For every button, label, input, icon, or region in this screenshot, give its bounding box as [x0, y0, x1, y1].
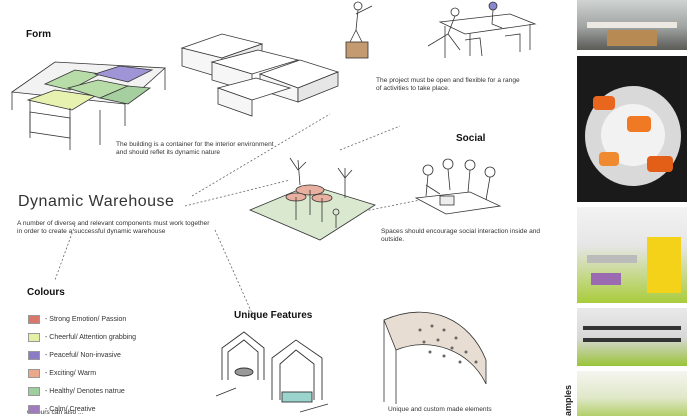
- form-heading: Form: [26, 29, 51, 40]
- form-caption: The building is a container for the inte…: [116, 141, 274, 156]
- colour-legend: - Strong Emotion/ Passion - Cheerful/ At…: [28, 310, 136, 418]
- example-photo-5: [577, 371, 687, 416]
- huts-sketch: [215, 331, 329, 413]
- legend-item: - Peaceful/ Non-invasive: [28, 346, 136, 364]
- form-sketch: [10, 61, 166, 150]
- social-sketch: [414, 158, 502, 215]
- legend-swatch-healthy: [28, 386, 40, 396]
- landscape-sketch: [248, 157, 376, 241]
- example-photo-4: [577, 308, 687, 366]
- legend-swatch-passion: [28, 314, 40, 324]
- blocks-sketch: [180, 33, 340, 117]
- legend-label: - Strong Emotion/ Passion: [45, 315, 127, 323]
- examples-label: amples: [561, 380, 575, 420]
- unique-heading: Unique Features: [234, 310, 313, 321]
- legend-item: - Cheerful/ Attention grabbing: [28, 328, 136, 346]
- legend-item: - Healthy/ Denotes natrue: [28, 382, 136, 400]
- person-sketch: [345, 1, 373, 59]
- legend-label: - Peaceful/ Non-invasive: [45, 351, 121, 359]
- legend-swatch-cheerful: [28, 332, 40, 342]
- intro-caption: A number of diverse and relevant compone…: [17, 220, 210, 235]
- legend-label: - Exciting/ Warm: [45, 369, 97, 377]
- legend-label: - Calm/ Creative: [45, 405, 96, 413]
- colours-heading: Colours: [27, 287, 65, 298]
- legend-swatch-exciting: [28, 368, 40, 378]
- project-caption: The project must be open and flexible fo…: [376, 77, 520, 92]
- legend-swatch-peaceful: [28, 350, 40, 360]
- social-caption: Spaces should encourage social interacti…: [381, 228, 541, 243]
- legend-label: - Healthy/ Denotes natrue: [45, 387, 125, 395]
- page-title: Dynamic Warehouse: [18, 193, 175, 210]
- legend-item: - Calm/ Creative: [28, 400, 136, 418]
- example-photo-3: [577, 207, 687, 303]
- legend-swatch-calm: [28, 404, 40, 414]
- examples-label-text: amples: [563, 384, 573, 416]
- legend-item: - Strong Emotion/ Passion: [28, 310, 136, 328]
- social-heading: Social: [456, 133, 486, 144]
- example-photo-2: [577, 56, 687, 202]
- example-photo-1: [577, 0, 687, 50]
- workers-sketch: [427, 1, 537, 58]
- colours-note: Colours can also ...: [27, 409, 84, 416]
- wall-sketch: [383, 311, 487, 404]
- legend-item: - Exciting/ Warm: [28, 364, 136, 382]
- unique-caption: Unique and custom made elements: [388, 406, 492, 413]
- legend-label: - Cheerful/ Attention grabbing: [45, 333, 137, 341]
